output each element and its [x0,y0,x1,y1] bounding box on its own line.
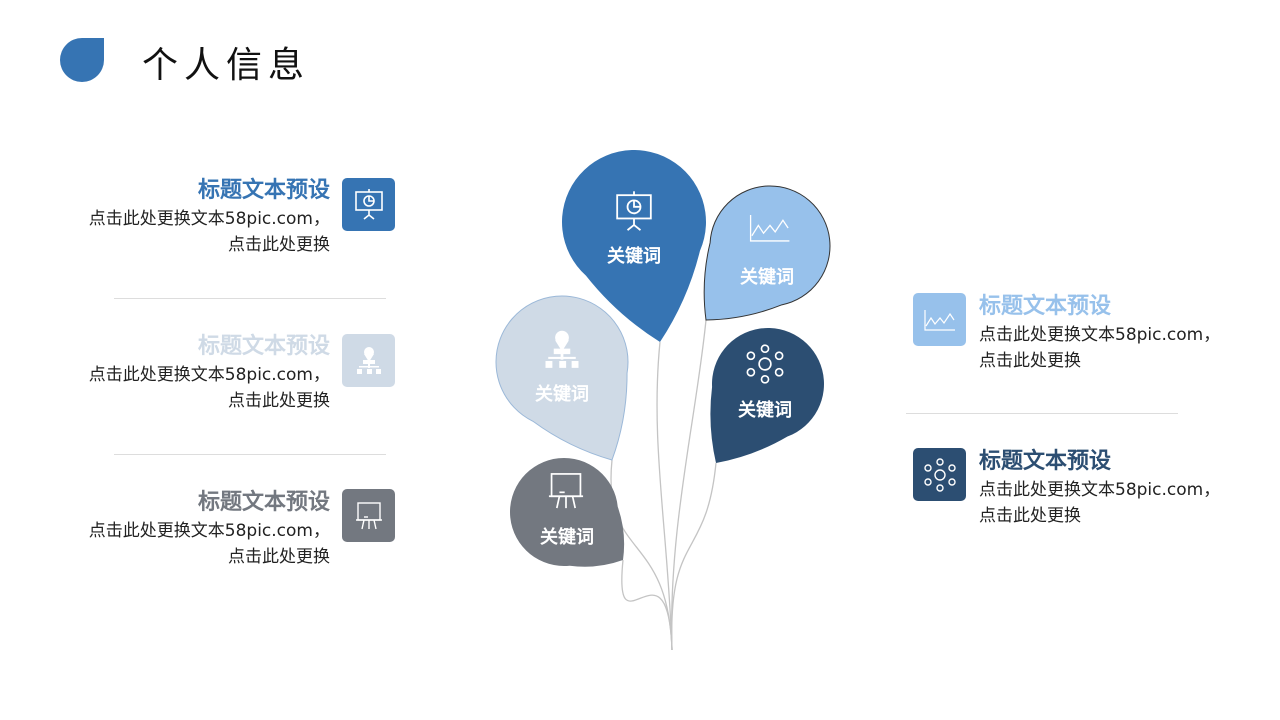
line-chart-icon [913,293,966,346]
item-text: 点击此处更换 [228,235,330,255]
item-text: 点击此处更换文本58pic.com， [979,325,1221,345]
item-text: 点击此处更换 [228,391,330,411]
balloon-label: 关键词 [738,400,792,421]
location-hierarchy-icon [342,334,395,387]
balloon-4 [710,328,824,463]
balloon-5 [510,457,625,567]
item-title: 标题文本预设 [197,334,330,359]
network-icon [745,344,789,388]
balloon-string [671,462,717,651]
balloon-string [656,341,673,651]
balloon-label: 关键词 [607,246,661,267]
right-item-2: 标题文本预设 点击此处更换文本58pic.com， 点击此处更换 [979,447,1280,529]
balloon-string [670,319,707,651]
balloon-1 [562,150,707,342]
item-text: 点击此处更换文本58pic.com， [88,209,330,229]
logo-drop-icon [60,38,104,82]
item-text: 点击此处更换文本58pic.com， [88,365,330,385]
right-item-1: 标题文本预设 点击此处更换文本58pic.com， 点击此处更换 [979,292,1280,374]
divider [114,298,386,299]
item-title: 标题文本预设 [979,294,1112,319]
presentation-chart-icon [612,190,656,234]
location-hierarchy-icon [540,328,584,372]
item-title: 标题文本预设 [197,178,330,203]
left-item-3: 标题文本预设 点击此处更换文本58pic.com， 点击此处更换 [10,488,330,570]
balloon-3 [495,295,629,461]
item-text: 点击此处更换 [979,506,1081,526]
balloon-2 [703,185,831,321]
item-text: 点击此处更换文本58pic.com， [88,521,330,541]
balloon-label: 关键词 [740,267,794,288]
item-text: 点击此处更换 [228,547,330,567]
whiteboard-icon [342,489,395,542]
balloon-label: 关键词 [535,384,589,405]
balloon-label: 关键词 [540,527,594,548]
item-text: 点击此处更换文本58pic.com， [979,480,1221,500]
line-chart-icon [748,212,792,256]
item-text: 点击此处更换 [979,351,1081,371]
whiteboard-icon [546,470,590,514]
left-item-2: 标题文本预设 点击此处更换文本58pic.com， 点击此处更换 [10,332,330,414]
item-title: 标题文本预设 [979,449,1112,474]
divider [906,413,1178,414]
balloon-string [621,559,673,651]
divider [114,454,386,455]
presentation-chart-icon [342,178,395,231]
item-title: 标题文本预设 [197,490,330,515]
left-item-1: 标题文本预设 点击此处更换文本58pic.com， 点击此处更换 [10,176,330,258]
page-title: 个人信息 [142,45,311,86]
network-icon [913,448,966,501]
